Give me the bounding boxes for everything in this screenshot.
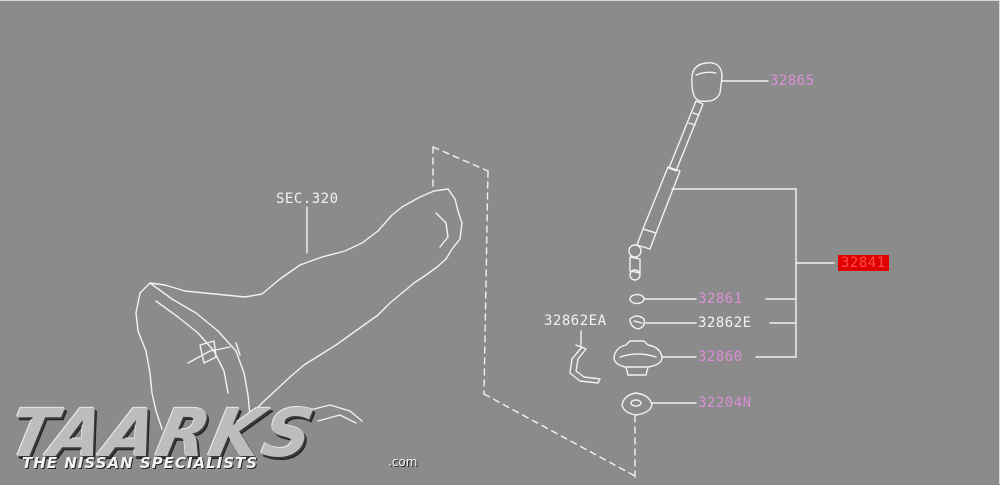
- mounting-plate-drawing: [621, 392, 697, 416]
- section-label: SEC.320: [276, 191, 339, 207]
- shift-boot-drawing: [613, 340, 797, 376]
- logo-tagline: THE NISSAN SPECIALISTS: [22, 454, 259, 472]
- logo-domain: .com: [388, 455, 418, 469]
- part-label-32862ea: 32862EA: [544, 313, 607, 329]
- part-link-32204n[interactable]: 32204N: [698, 395, 752, 411]
- shift-lever-drawing: [628, 100, 704, 281]
- transmission-housing: [135, 188, 463, 430]
- part-label-32862e: 32862E: [698, 315, 752, 331]
- part-link-32865[interactable]: 32865: [770, 73, 815, 89]
- spring-hook-drawing: [569, 330, 601, 384]
- lever-assembly-bracket: [671, 188, 835, 358]
- part-link-32861[interactable]: 32861: [698, 291, 743, 307]
- dashed-reference-line: [432, 146, 636, 480]
- taarks-logo: TAARKS THE NISSAN SPECIALISTS .com: [2, 395, 440, 481]
- boot-ring-drawing: [629, 293, 797, 305]
- spring-clip-drawing: [629, 315, 797, 330]
- part-link-32860[interactable]: 32860: [698, 349, 743, 365]
- part-link-32841[interactable]: 32841: [838, 255, 889, 271]
- shift-knob-drawing: [691, 62, 769, 103]
